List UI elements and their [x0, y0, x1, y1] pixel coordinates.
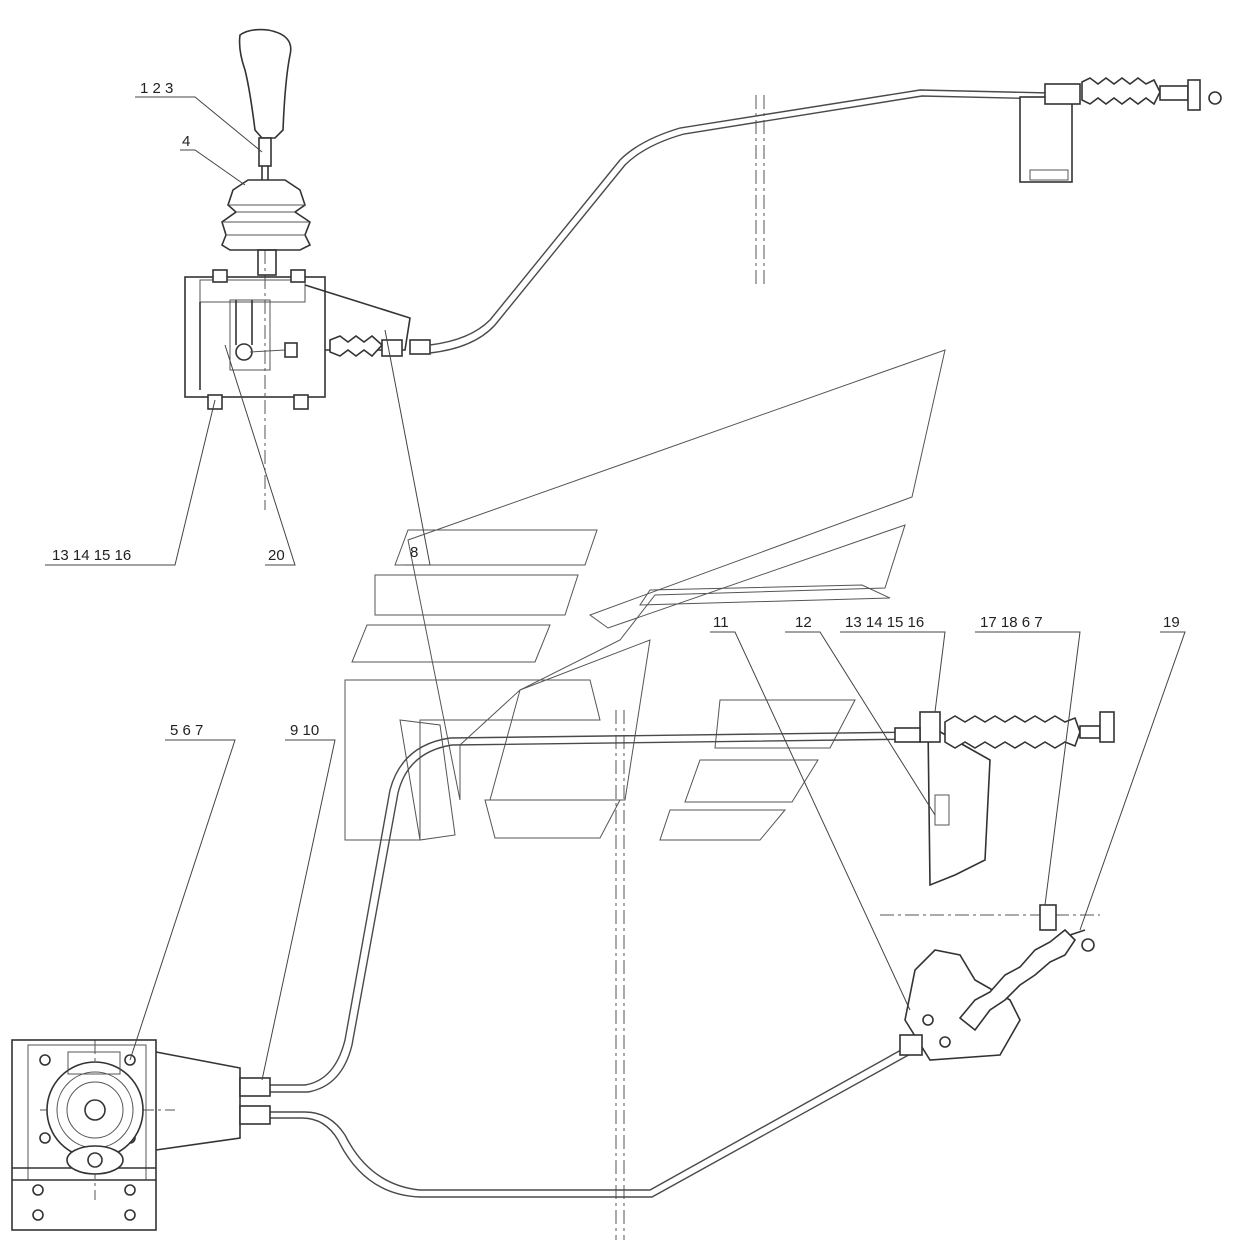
callout-labels: 1 2 3 4 13 14 15 16 20 8 5 6 7 9 10 11 1…	[52, 80, 1180, 739]
selector-cable-bracket	[899, 904, 1095, 1061]
callout-13-14-15-16-top: 13 14 15 16	[52, 547, 131, 564]
callout-5-6-7: 5 6 7	[170, 722, 203, 739]
callout-11: 11	[713, 614, 729, 631]
callout-9-10: 9 10	[290, 722, 319, 739]
callout-1-2-3: 1 2 3	[140, 80, 173, 97]
lower-shift-cables	[239, 731, 921, 1198]
callout-12: 12	[795, 614, 812, 631]
upper-shift-cable	[429, 89, 1051, 354]
shift-control-housing	[184, 269, 431, 410]
gearbox-mounting-plate	[11, 1039, 241, 1231]
callout-19: 19	[1163, 614, 1180, 631]
watermark-logo	[344, 349, 946, 841]
cable-support-bracket	[894, 711, 1115, 887]
callout-13-14-15-16-bottom: 13 14 15 16	[845, 614, 924, 631]
callout-20: 20	[268, 547, 285, 564]
shift-lever-knob	[238, 28, 292, 180]
leader-lines	[45, 96, 1186, 1081]
callout-17-18-6-7: 17 18 6 7	[980, 614, 1043, 631]
callout-8: 8	[410, 544, 418, 561]
shift-lever-boot	[221, 179, 312, 276]
upper-cable-end	[1019, 77, 1222, 183]
callout-4: 4	[182, 133, 190, 150]
